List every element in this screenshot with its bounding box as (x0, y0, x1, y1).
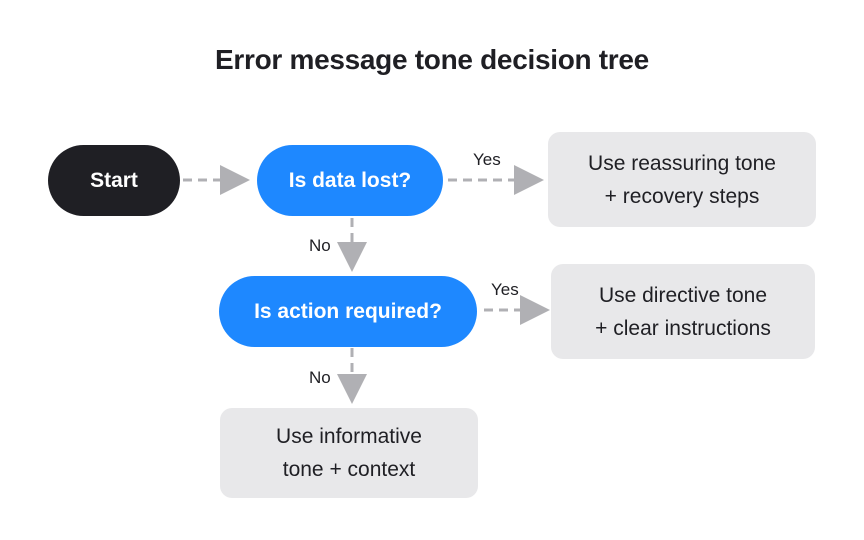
outcome-informative-line1: Use informative (276, 425, 422, 448)
decision-action-required: Is action required? (219, 276, 477, 347)
edge-label-q2-yes: Yes (491, 280, 519, 299)
outcome-reassuring-line1: Use reassuring tone (588, 151, 776, 175)
outcome-directive: Use directive tone + clear instructions (551, 264, 815, 359)
decision-data-lost: Is data lost? (257, 145, 443, 216)
outcome-reassuring-line2: + recovery steps (604, 184, 760, 208)
outcome-directive-line2: + clear instructions (595, 316, 771, 340)
outcome-reassuring: Use reassuring tone + recovery steps (548, 132, 816, 227)
edge-label-q1-no: No (309, 236, 331, 255)
outcome-informative-line2: tone + context (282, 458, 416, 481)
start-label: Start (90, 168, 138, 192)
diagram-title: Error message tone decision tree (215, 44, 649, 75)
edge-label-q2-no: No (309, 368, 331, 387)
outcome-directive-line1: Use directive tone (598, 283, 768, 307)
edge-label-q1-yes: Yes (473, 150, 501, 169)
decision-data-lost-label: Is data lost? (288, 168, 412, 192)
decision-action-required-label: Is action required? (254, 299, 442, 323)
outcome-informative: Use informative tone + context (220, 408, 478, 498)
start-node: Start (48, 145, 180, 216)
